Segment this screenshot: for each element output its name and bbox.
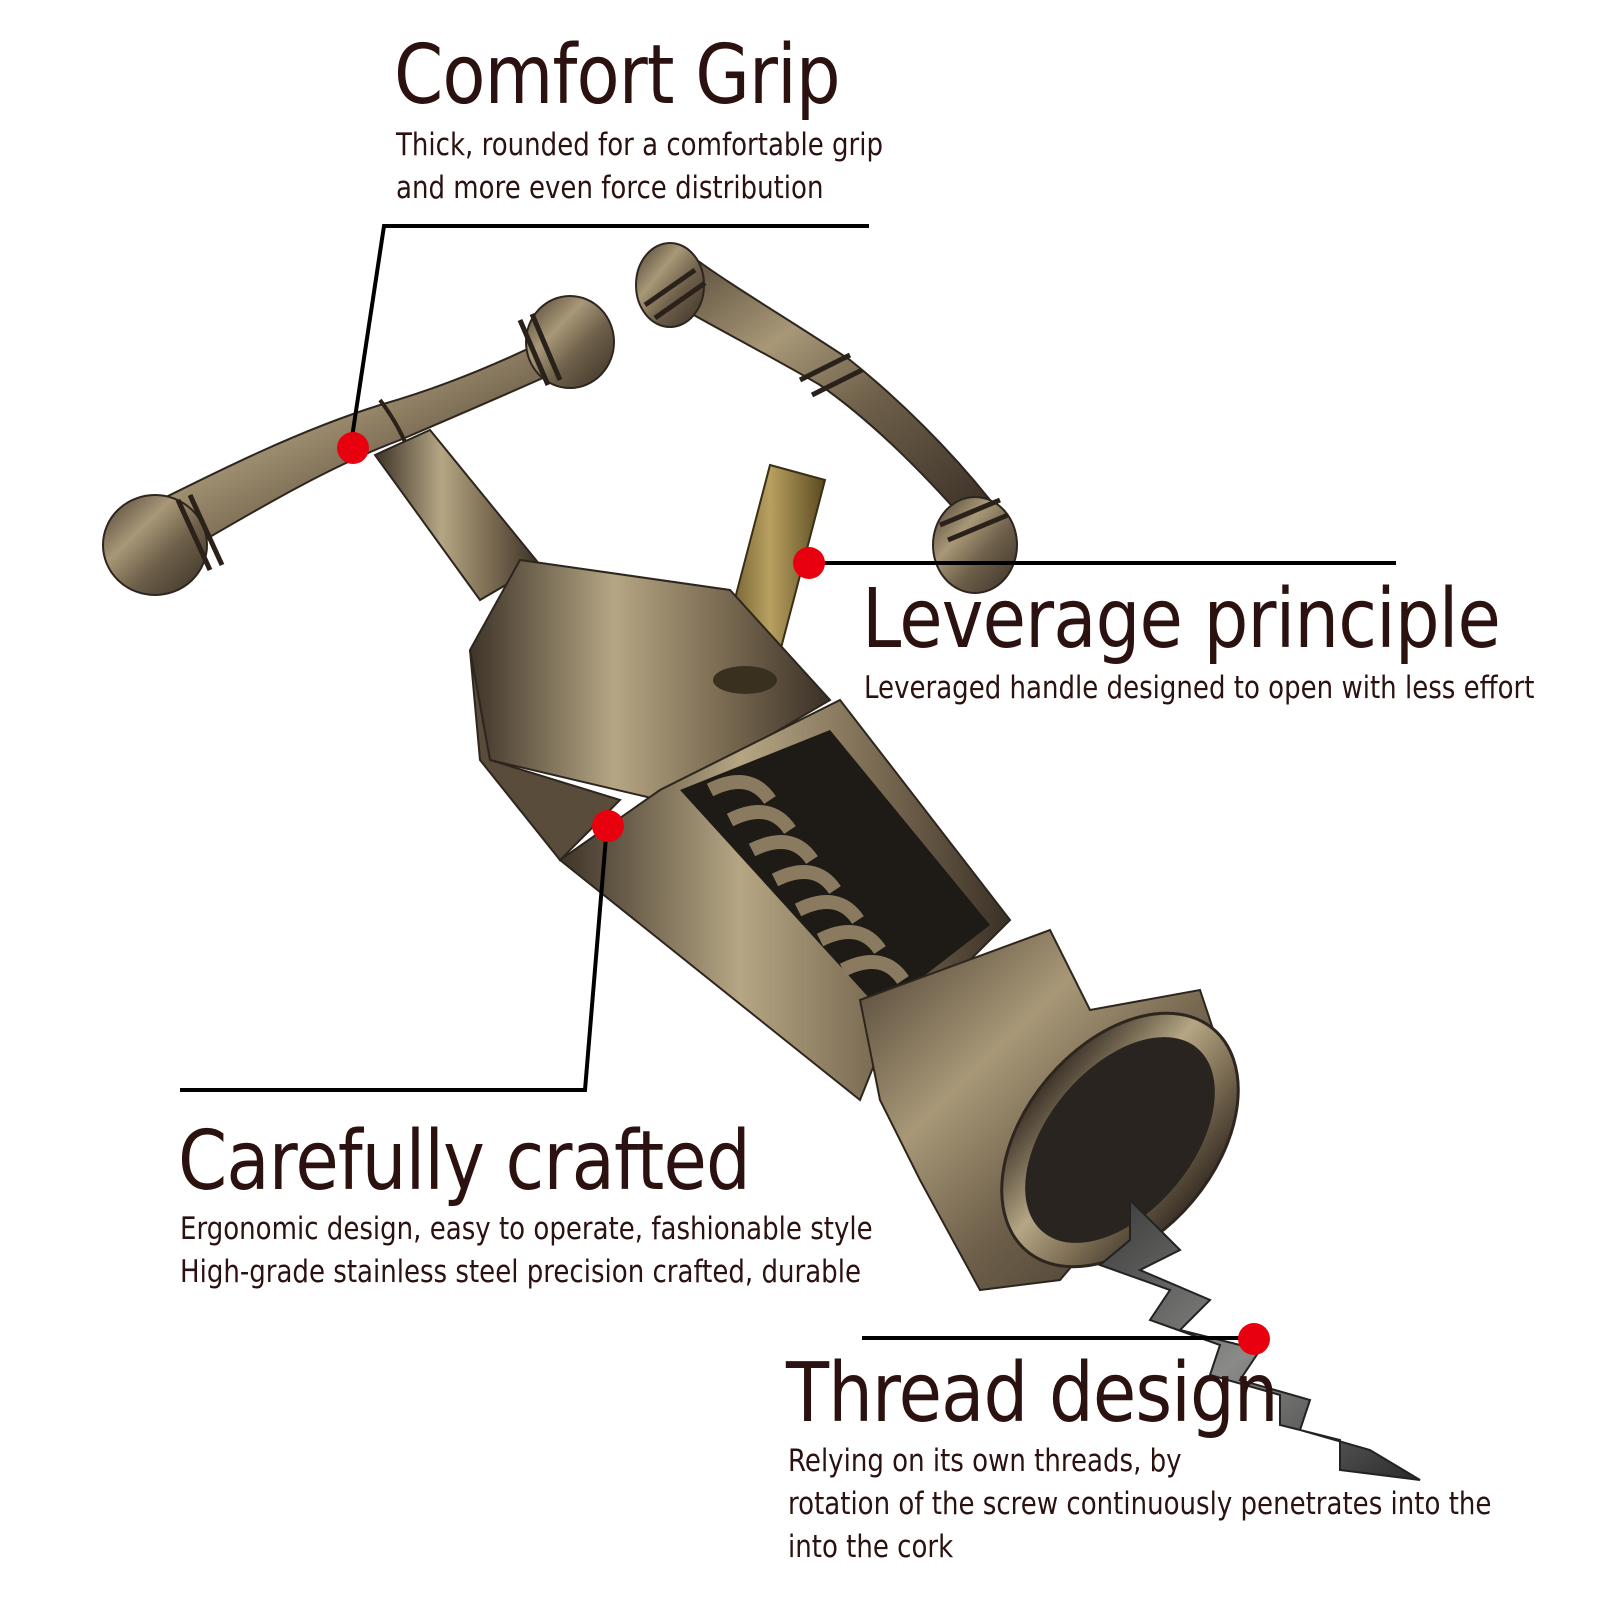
callout-dots: [337, 432, 1270, 1355]
comfort-grip-description: Thick, rounded for a comfortable grip an…: [396, 124, 883, 210]
comfort-grip-line-2: and more even force distribution: [396, 170, 824, 206]
carefully-crafted-description: Ergonomic design, easy to operate, fashi…: [180, 1208, 873, 1294]
thread-design-line-3: into the cork: [788, 1529, 954, 1565]
comfort-grip-leader-line: [349, 224, 869, 445]
thread-design-line-2: rotation of the screw continuously penet…: [788, 1486, 1492, 1522]
worm-screw: [1098, 1197, 1421, 1481]
leverage-principle-line-1: Leveraged handle designed to open with l…: [864, 670, 1535, 706]
comfort-grip-dot: [337, 432, 369, 464]
crafted-dot: [592, 810, 624, 842]
body-block: [468, 558, 832, 862]
leverage-principle-title: Leverage principle: [862, 572, 1501, 667]
bell-cup: [858, 928, 1240, 1292]
comfort-grip-title: Comfort Grip: [394, 28, 841, 123]
thread-design-line-1: Relying on its own threads, by: [788, 1443, 1182, 1479]
left-handle: [102, 295, 615, 596]
carefully-crafted-line-1: Ergonomic design, easy to operate, fashi…: [180, 1211, 873, 1247]
crafted-leader-line: [180, 824, 609, 1092]
comfort-grip-line-1: Thick, rounded for a comfortable grip: [396, 127, 884, 163]
carefully-crafted-line-2: High-grade stainless steel precision cra…: [180, 1254, 861, 1290]
spring: [706, 775, 909, 985]
carefully-crafted-title: Carefully crafted: [178, 1114, 751, 1209]
thread-design-description: Relying on its own threads, by rotation …: [788, 1440, 1491, 1569]
thread-dot: [1238, 1323, 1270, 1355]
leader-lines: [180, 224, 1396, 1340]
right-handle: [635, 242, 1018, 594]
leverage-dot: [793, 547, 825, 579]
leverage-principle-description: Leveraged handle designed to open with l…: [864, 667, 1534, 710]
thread-design-title: Thread design: [786, 1346, 1279, 1441]
